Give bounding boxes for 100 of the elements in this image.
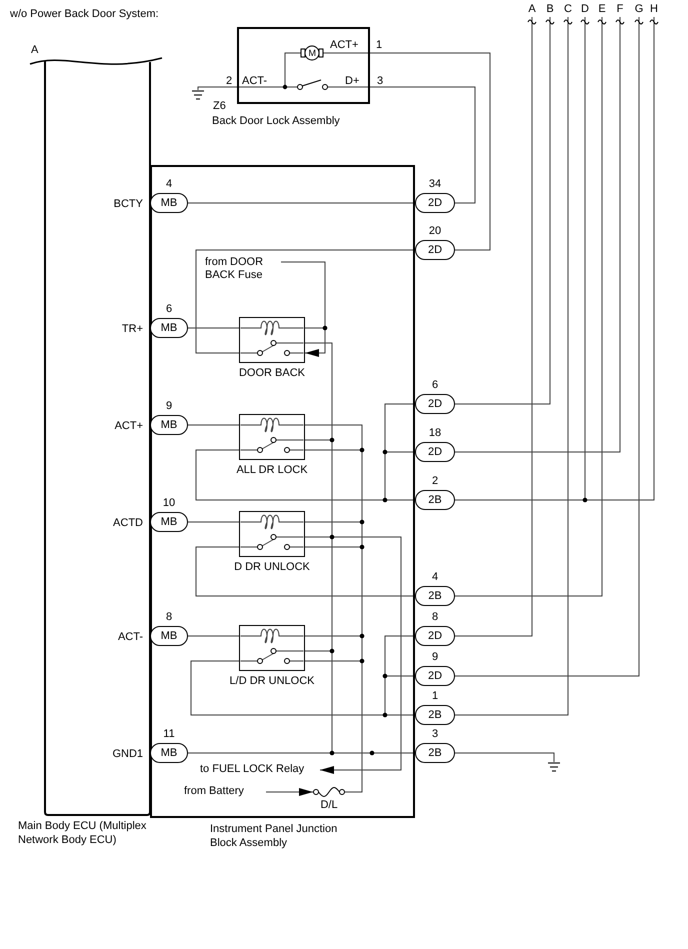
connector-code: Z6 [213, 99, 226, 114]
wire [454, 16, 532, 636]
pin-number: 10 [162, 496, 176, 511]
connector-code: MB [160, 630, 178, 642]
wire-label: B [544, 3, 556, 17]
wire [196, 546, 416, 596]
pin-number: 18 [428, 426, 442, 441]
fuse-name: D/L [320, 798, 338, 813]
terminal-label: BCTY [114, 197, 143, 212]
pin-number: 1 [432, 689, 438, 704]
wire [584, 16, 654, 500]
connector-code: 2B [428, 494, 442, 506]
pin-number: 4 [432, 570, 438, 585]
pin-number: 11 [163, 727, 175, 742]
connector-code: 2B [428, 748, 442, 758]
pin-number: 34 [428, 177, 442, 192]
wire [188, 424, 240, 426]
connector-code: MB [160, 748, 178, 758]
wire [304, 546, 362, 548]
pin-number: 1 [376, 38, 382, 53]
relay-name: L/D DR UNLOCK [230, 674, 314, 689]
arrow [266, 788, 314, 796]
connector-code: 2D [428, 630, 442, 642]
arrow [304, 328, 326, 357]
connector-code: 2B [428, 590, 442, 602]
wire [384, 452, 386, 500]
component-name: Instrument Panel Junction Block Assembly [210, 822, 338, 850]
wire-label: D [579, 3, 591, 17]
wire-label: A [526, 3, 538, 17]
terminal-label: D+ [345, 74, 360, 89]
wire-label: C [562, 3, 574, 17]
relay-name: D DR UNLOCK [234, 560, 310, 575]
wire [384, 676, 386, 716]
break-label: A [31, 43, 38, 58]
pin-number: 9 [432, 650, 438, 665]
wire [454, 16, 602, 596]
note-text: to FUEL LOCK Relay [200, 763, 320, 777]
component-name: Main Body ECU (Multiplex Network Body ECU) [18, 819, 148, 847]
connector-code: MB [160, 198, 178, 208]
pin-number: 8 [432, 610, 438, 625]
wire [454, 16, 568, 716]
pin-number: 2 [226, 74, 232, 89]
terminal-label: ACTD [113, 516, 143, 531]
wire [584, 16, 586, 500]
note-text: from DOOR BACK Fuse [205, 256, 281, 284]
component-name: Back Door Lock Assembly [212, 114, 340, 129]
wire [344, 660, 362, 792]
wire [304, 424, 362, 450]
terminal-label: GND1 [112, 747, 143, 762]
wire [454, 16, 620, 452]
terminal-label: ACT- [118, 630, 143, 645]
connector-code: 2D [428, 398, 442, 410]
connector-code: MB [160, 322, 178, 334]
wire [198, 86, 238, 90]
wire-label: E [596, 3, 608, 17]
wire [304, 660, 362, 662]
connector-code: MB [160, 420, 178, 430]
wire [280, 262, 326, 328]
terminal-label: ACT+ [330, 38, 358, 53]
terminal-label: ACT- [242, 74, 268, 89]
pin-number: 20 [428, 224, 442, 239]
pin-number: 6 [432, 378, 438, 393]
note-text: from Battery [184, 785, 266, 799]
pin-number: 3 [432, 727, 438, 742]
wire [190, 660, 386, 716]
wire [384, 636, 416, 676]
wire-label: G [633, 3, 645, 17]
ground-symbol [548, 762, 560, 772]
pin-number: 3 [377, 74, 384, 89]
connector-code: 2D [428, 446, 442, 458]
connector-code: 2D [428, 198, 442, 208]
relay-name: DOOR BACK [239, 366, 305, 381]
wire [384, 404, 416, 452]
motor-label: M [308, 48, 316, 58]
wire [454, 752, 554, 762]
relay-name: ALL DR LOCK [236, 463, 308, 478]
wire [454, 16, 640, 676]
pin-number: 4 [166, 177, 172, 192]
connector-code: MB [160, 516, 178, 528]
connector-code: 2B [428, 710, 442, 720]
wire [196, 250, 416, 354]
connector-code: 2D [428, 670, 442, 682]
pin-number: 6 [166, 302, 172, 317]
ground-symbol [192, 90, 204, 100]
wire [188, 202, 416, 204]
wire [370, 86, 476, 204]
wire [188, 752, 332, 754]
wire [370, 52, 490, 250]
wire-label: H [648, 3, 660, 17]
wire-label: F [614, 3, 626, 17]
wire [384, 714, 416, 716]
connector-code: 2D [428, 244, 442, 256]
wire [332, 752, 416, 754]
diagram-title: w/o Power Back Door System: [10, 7, 159, 22]
wire [196, 450, 386, 500]
terminal-label: TR+ [122, 322, 143, 337]
wire [304, 650, 332, 652]
pin-number: 2 [432, 474, 438, 489]
wire [454, 16, 550, 404]
pin-number: 8 [166, 610, 172, 625]
